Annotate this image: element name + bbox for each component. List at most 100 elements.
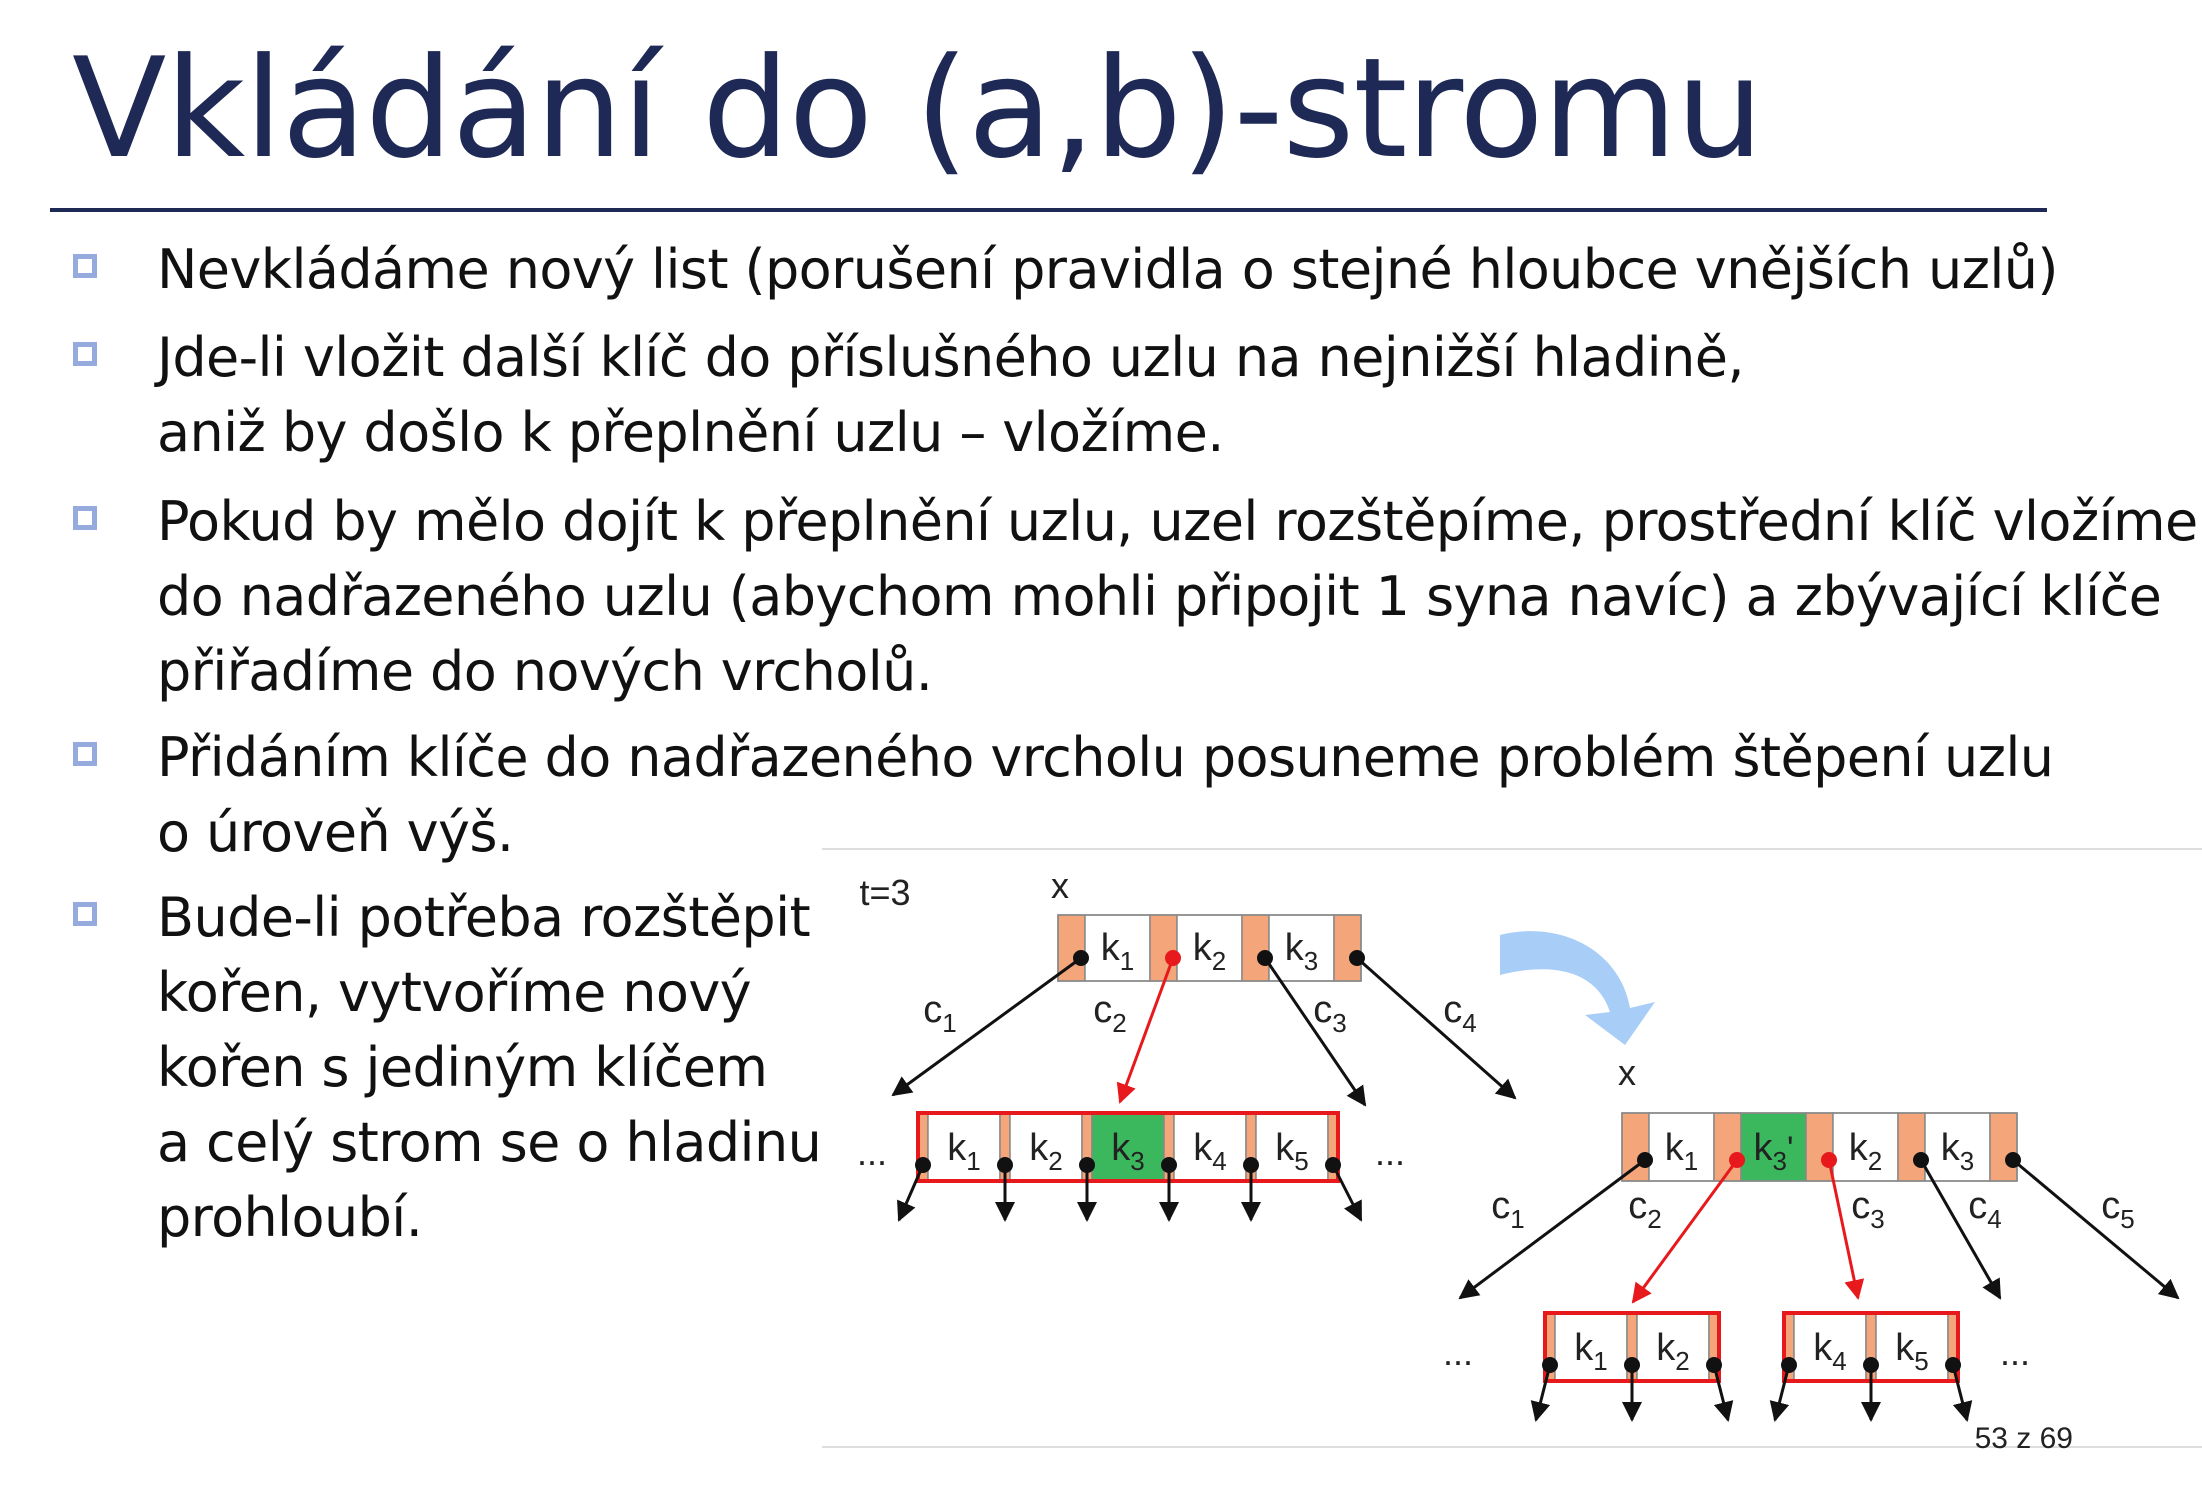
ellipsis-right-after: ... (2000, 1332, 2030, 1373)
bullet-line: Jde-li vložit další klíč do příslušného … (157, 326, 1744, 389)
bullet-2: Jde-li vložit další klíč do příslušného … (73, 320, 1744, 470)
key-label: k3 (1111, 1127, 1144, 1176)
key-label: k2 (1849, 1127, 1882, 1176)
pointer-dot (1945, 1357, 1961, 1373)
child-pointer-label: c2 (1628, 1185, 1661, 1234)
pointer-dot (915, 1157, 931, 1173)
bullet-line: do nadřazeného uzlu (abychom mohli připo… (157, 565, 2162, 628)
key-cell (1832, 1112, 1899, 1182)
red-pointer-dot (1729, 1152, 1745, 1168)
pointer-dot (1624, 1357, 1640, 1373)
bullet-4: Přidáním klíče do nadřazeného vrcholu po… (73, 720, 2054, 870)
child-pointer-arrow (1356, 956, 1517, 1100)
child-pointer-label: c4 (1443, 989, 1476, 1038)
pointer-dot (1079, 1157, 1095, 1173)
key-label: k2 (1029, 1127, 1062, 1176)
key-label: k5 (1275, 1127, 1308, 1176)
key-label: k1 (1665, 1127, 1698, 1176)
key-label: k1 (1101, 927, 1134, 976)
slide-title: Vkládání do (a,b)-stromu (72, 28, 1763, 189)
bullet-1: Nevkládáme nový list (porušení pravidla … (73, 232, 2058, 307)
bullet-line: Pokud by mělo dojít k přeplnění uzlu, uz… (157, 490, 2198, 553)
key-label: k3 (1941, 1127, 1974, 1176)
pointer-slot (1621, 1112, 1650, 1182)
key-cell (1173, 1112, 1247, 1182)
title-underline (50, 208, 2047, 212)
key-cell (927, 1112, 1001, 1182)
transition-arrow-icon (1500, 931, 1655, 1045)
node-outline (1057, 914, 1362, 982)
child-pointer-arrow (1712, 1364, 1734, 1422)
red-pointer-dot (1165, 950, 1181, 966)
child-pointer-arrow (1951, 1364, 1973, 1422)
t-parameter-label: t=3 (859, 872, 910, 913)
pointer-dot (997, 1157, 1013, 1173)
key-cell (1255, 1112, 1329, 1182)
child-pointer-arrow (1530, 1364, 1552, 1422)
parent-node-before (1057, 914, 1362, 982)
pointer-slot (1149, 914, 1178, 982)
bullet-line: aniž by došlo k přeplnění uzlu – vložíme… (157, 401, 1224, 464)
bullet-square-icon (73, 342, 97, 366)
key-label: k4 (1813, 1327, 1846, 1376)
bullet-line: kořen, vytvoříme nový (157, 961, 752, 1024)
node-outline (1621, 1112, 2018, 1182)
child-pointer-arrow (1769, 1364, 1791, 1422)
bullet-line: Přidáním klíče do nadřazeného vrcholu po… (157, 726, 2054, 789)
bullet-5: Bude-li potřeba rozštěpit kořen, vytvoří… (73, 880, 822, 1255)
pointer-dot (1073, 950, 1089, 966)
red-pointer-arrow (1631, 1159, 1739, 1304)
bullet-line: kořen s jediným klíčem (157, 1036, 768, 1099)
child-pointer-arrow (891, 956, 1082, 1097)
key-label: k2 (1656, 1327, 1689, 1376)
key-cell (1009, 1112, 1083, 1182)
bullet-line: Bude-li potřeba rozštěpit (157, 886, 811, 949)
child-pointer-label: c1 (923, 989, 956, 1038)
ellipsis-left-after: ... (1443, 1332, 1473, 1373)
child-pointer-arrow (2012, 1158, 2180, 1300)
pointer-dot (1325, 1157, 1341, 1173)
bullet-square-icon (73, 506, 97, 530)
child-pointer-arrow (1263, 957, 1367, 1107)
child-pointer-label: c3 (1851, 1185, 1884, 1234)
pointer-dot (1637, 1152, 1653, 1168)
key-label: k5 (1895, 1327, 1928, 1376)
bullet-square-icon (73, 742, 97, 766)
page-number: 53 z 69 (1975, 1422, 2073, 1455)
key-cell (1636, 1312, 1710, 1382)
pointer-slot (1333, 914, 1362, 982)
parent-node-after (1621, 1112, 2018, 1182)
key-label: k2 (1193, 927, 1226, 976)
pointer-dot (1863, 1357, 1879, 1373)
ellipsis-right-before: ... (1375, 1132, 1405, 1173)
pointer-dot (1349, 950, 1365, 966)
pointer-dot (1542, 1357, 1558, 1373)
child-pointer-label: c5 (2101, 1185, 2134, 1234)
key-label: k3 (1285, 927, 1318, 976)
bullet-line: a celý strom se o hladinu (157, 1111, 822, 1174)
bullet-line: Nevkládáme nový list (porušení pravidla … (157, 238, 2058, 301)
child-pointer-label: c3 (1313, 989, 1346, 1038)
pointer-dot (1257, 950, 1273, 966)
child-pointer-label: c4 (1968, 1185, 2001, 1234)
node-outline (916, 1111, 1340, 1183)
pointer-dot (1243, 1157, 1259, 1173)
pointer-slot (1805, 1112, 1834, 1182)
pointer-dot (1706, 1357, 1722, 1373)
pointer-slot (1897, 1112, 1926, 1182)
child-pointer-arrow (1919, 1159, 2002, 1300)
node-x-label: x (1051, 865, 1069, 906)
bullet-line: přiřadíme do nových vrcholů. (157, 640, 933, 703)
bullet-square-icon (73, 254, 97, 278)
pointer-dot (1913, 1152, 1929, 1168)
node-x-label: x (1618, 1052, 1636, 1093)
bullet-square-icon (73, 902, 97, 926)
key-cell (1648, 1112, 1715, 1182)
pointer-slot (1241, 914, 1270, 982)
child-pointer-label: c2 (1093, 989, 1126, 1038)
ellipsis-left-before: ... (857, 1132, 887, 1173)
pointer-slot (1989, 1112, 2018, 1182)
pointer-dot (1781, 1357, 1797, 1373)
pointer-dot (2005, 1152, 2021, 1168)
